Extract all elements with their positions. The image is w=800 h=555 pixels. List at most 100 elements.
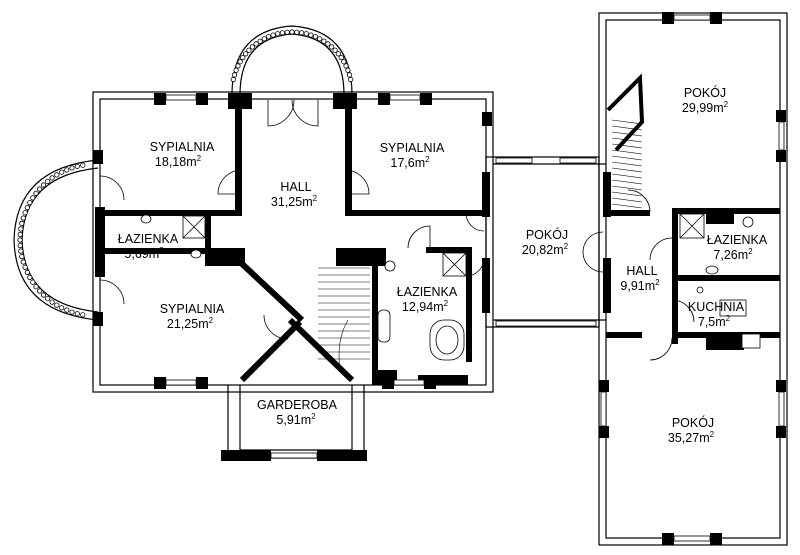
window-bead [33, 284, 39, 290]
window-bead [22, 210, 28, 216]
window-bead [59, 305, 65, 311]
window-bead [49, 299, 55, 305]
stair-tread [611, 143, 643, 149]
window-bead [17, 231, 23, 237]
window-bead [80, 312, 86, 318]
window-bead [246, 47, 252, 53]
room-area-sypialnia-1: 18,18m2 [155, 154, 202, 169]
room-name-sypialnia-1: SYPIALNIA [150, 140, 215, 154]
stair-tread [611, 149, 643, 155]
stair-tread [611, 119, 643, 125]
window-bead [348, 76, 354, 83]
window-bead [346, 72, 353, 78]
room-name-lazienka-2: ŁAZIENKA [397, 285, 458, 299]
window-bead [74, 311, 80, 317]
window-bead [249, 44, 255, 50]
stair-tread [611, 197, 643, 203]
room-area-garderoba: 5,91m2 [276, 412, 316, 427]
window-bead [17, 243, 23, 249]
window-bead [49, 175, 55, 181]
room-area-pokoj-1: 20,82m2 [522, 242, 569, 257]
room-name-lazienka-1: ŁAZIENKA [118, 232, 179, 246]
window-bead [312, 34, 318, 40]
window-bead [69, 165, 75, 171]
window-bead [69, 309, 75, 315]
window-bead [235, 63, 241, 69]
window-bead [20, 215, 26, 221]
window-bead [338, 54, 344, 61]
window-bead [279, 30, 285, 36]
staircases [318, 73, 645, 371]
room-area-hall-1: 31,25m2 [271, 194, 318, 209]
window-bead [328, 44, 335, 50]
window-bead [45, 296, 51, 302]
room-name-pokoj-2: POKÓJ [684, 85, 726, 100]
room-labels: SYPIALNIA 18,18m2 SYPIALNIA 17,6m2 HALL … [118, 85, 768, 445]
left-bay-window [13, 159, 99, 321]
stair-tread [611, 155, 643, 161]
window-bead [253, 41, 259, 47]
doors [99, 99, 695, 361]
room-name-pokoj-1: POKÓJ [526, 227, 568, 242]
room-area-lazienka-1: 5,69m2 [124, 246, 164, 261]
window-bead [45, 178, 51, 184]
window-bead [17, 237, 23, 243]
window-bead [270, 32, 276, 38]
window-bead [294, 29, 300, 35]
window-bead [317, 36, 323, 42]
window-bead [325, 41, 331, 47]
room-area-lazienka-3: 7,26m2 [713, 247, 753, 262]
window-bead [20, 259, 26, 265]
window-bead [257, 38, 263, 44]
window-bead [275, 31, 281, 37]
window-bead [30, 195, 36, 201]
window-bead [59, 169, 65, 175]
window-bead [54, 302, 60, 308]
window-bead [74, 163, 80, 169]
fixtures [140, 213, 761, 361]
room-area-hall-2: 9,91m2 [620, 278, 660, 293]
window-bead [237, 59, 243, 65]
window-bead [64, 307, 70, 313]
window-bead [261, 36, 267, 42]
window-bead [343, 63, 349, 69]
stair-tread [611, 179, 643, 185]
window-bead [80, 162, 86, 168]
top-bay-window [230, 25, 354, 96]
window-bead [332, 47, 338, 53]
window-bead [19, 220, 25, 226]
stair-tread [611, 131, 643, 137]
window-bead [27, 274, 33, 280]
window-bead [308, 32, 314, 38]
room-name-pokoj-3: POKÓJ [672, 415, 714, 430]
window-bead [30, 279, 36, 285]
window-bead [335, 51, 341, 57]
stair-tread [611, 185, 643, 191]
window-bead [298, 30, 305, 36]
stair-tread [611, 191, 643, 197]
stair-tread [611, 203, 643, 209]
window-bead [36, 288, 43, 294]
room-name-sypialnia-3: SYPIALNIA [160, 302, 225, 316]
stair-tread [611, 173, 643, 179]
room-area-lazienka-2: 12,94m2 [402, 299, 449, 314]
window-bead [303, 31, 309, 37]
window-bead [36, 186, 43, 192]
window-bead [24, 269, 30, 275]
room-area-kuchnia: 7,5m2 [698, 314, 731, 329]
room-area-pokoj-2: 29,99m2 [682, 100, 729, 115]
room-name-garderoba: GARDEROBA [257, 398, 338, 412]
window-bead [33, 190, 39, 196]
window-bead [64, 167, 70, 173]
window-bead [284, 29, 290, 35]
window-bead [289, 29, 295, 35]
window-bead [240, 54, 246, 61]
window-bead [40, 182, 47, 188]
window-bead [24, 205, 30, 211]
room-area-sypialnia-3: 21,25m2 [167, 316, 214, 331]
room-area-sypialnia-2: 17,6m2 [390, 155, 430, 170]
window-bead [22, 264, 28, 270]
window-bead [233, 67, 239, 73]
window-bead [19, 254, 25, 260]
